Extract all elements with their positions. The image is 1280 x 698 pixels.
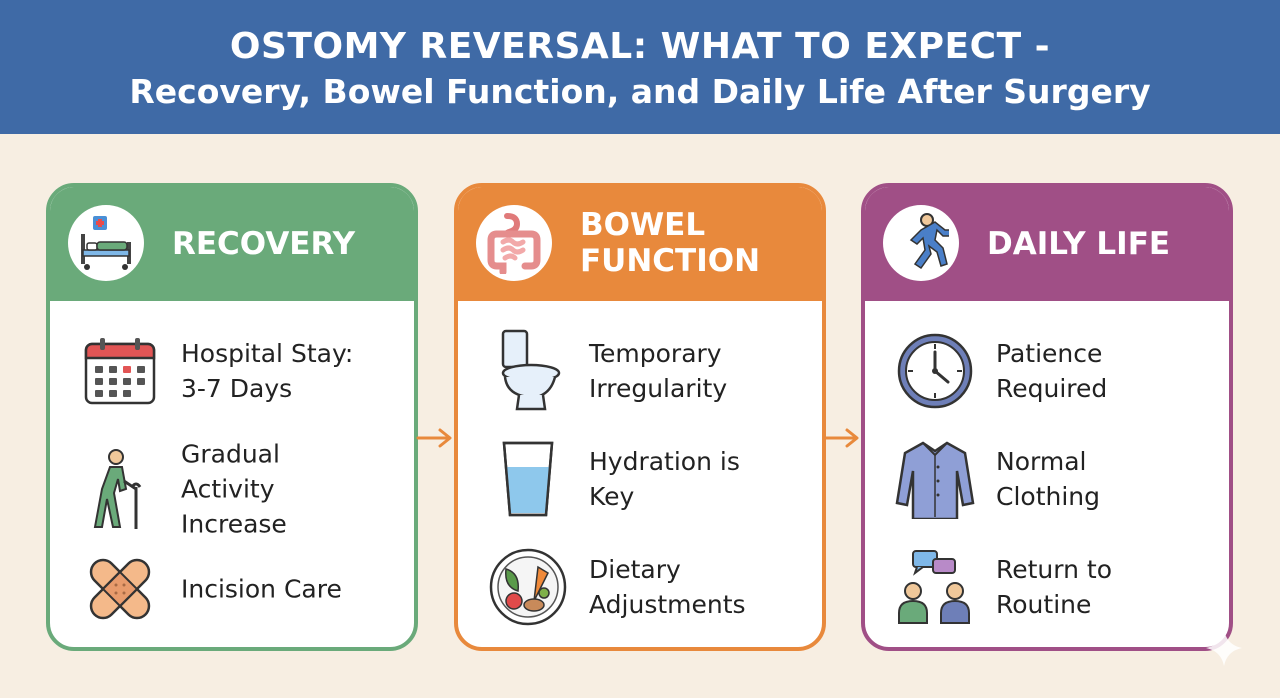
list-item: Hospital Stay: 3-7 Days [50, 321, 414, 421]
recovery-header: RECOVERY [50, 187, 414, 301]
item-label: Hydration is Key [589, 447, 740, 511]
shirt-icon [895, 439, 975, 519]
bandage-icon [80, 549, 160, 629]
toilet-icon [488, 329, 568, 411]
recovery-card: RECOVERY Hospital Stay: 3-7 Days [46, 183, 418, 651]
list-item: Hydration is Key [458, 429, 822, 529]
item-label: Temporary Irregularity [589, 339, 728, 403]
item-label: Patience Required [996, 339, 1108, 403]
list-item: Patience Required [865, 321, 1229, 421]
running-person-icon [883, 205, 959, 281]
list-item: Temporary Irregularity [458, 321, 822, 421]
list-item: Dietary Adjustments [458, 537, 822, 637]
item-label: Return to Routine [996, 555, 1113, 619]
list-item: Incision Care [50, 539, 414, 639]
bowel-function-card: BOWEL FUNCTION Temporary Irregularity [454, 183, 826, 651]
clock-icon [895, 331, 975, 411]
item-label: Dietary Adjustments [589, 555, 746, 619]
item-label: Hospital Stay: 3-7 Days [181, 339, 354, 403]
list-item: Normal Clothing [865, 429, 1229, 529]
walking-cane-icon [80, 449, 160, 529]
page-subtitle: Recovery, Bowel Function, and Daily Life… [129, 72, 1151, 111]
conversation-icon [895, 547, 975, 627]
item-label: Gradual Activity Increase [181, 439, 287, 539]
daily-life-title: DAILY LIFE [987, 226, 1171, 262]
intestines-icon [476, 205, 552, 281]
list-item: Gradual Activity Increase [50, 429, 414, 549]
arrow-right-icon [823, 428, 859, 448]
item-label: Normal Clothing [996, 447, 1101, 511]
sparkle-icon [1206, 630, 1242, 666]
item-label: Incision Care [181, 574, 342, 604]
food-plate-icon [488, 547, 568, 627]
page-title: OSTOMY REVERSAL: WHAT TO EXPECT - [229, 26, 1051, 67]
water-glass-icon [488, 439, 568, 519]
daily-life-card: DAILY LIFE Patience Required [861, 183, 1233, 651]
daily-life-header: DAILY LIFE [865, 187, 1229, 301]
list-item: Return to Routine [865, 537, 1229, 637]
hospital-bed-icon [68, 205, 144, 281]
calendar-icon [80, 331, 160, 411]
arrow-right-icon [416, 428, 452, 448]
bowel-function-header: BOWEL FUNCTION [458, 187, 822, 301]
page-header: OSTOMY REVERSAL: WHAT TO EXPECT - Recove… [0, 0, 1280, 134]
bowel-function-title: BOWEL FUNCTION [580, 207, 761, 279]
recovery-title: RECOVERY [172, 226, 356, 262]
